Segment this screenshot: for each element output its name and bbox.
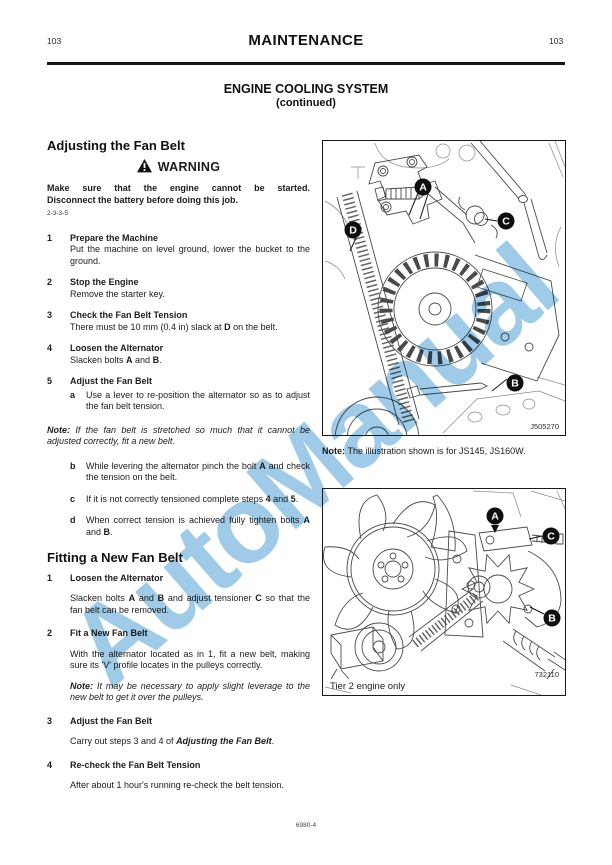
label-d: D [344, 221, 362, 239]
warning-banner: WARNING [47, 158, 310, 177]
label-d-leader [349, 237, 357, 252]
heading-fitting-new-fan-belt: Fitting a New Fan Belt [47, 550, 183, 565]
figure-alternator-adjustment: A C D B J505270 [322, 140, 566, 436]
label-b: B [506, 374, 524, 392]
svg-text:A: A [419, 182, 427, 194]
footer-code: 6980-4 [295, 822, 317, 829]
section-title: ENGINE COOLING SYSTEM [223, 82, 389, 96]
step-loosen-alternator: 4 Loosen the Alternator Slacken bolts A … [47, 343, 164, 365]
warning-label: WARNING [157, 159, 221, 174]
figure2-code: 732110 [535, 670, 559, 679]
figure2-caption: Tier 2 engine only [330, 680, 406, 692]
left-column: Adjusting the Fan Belt WARNING Make sure… [47, 138, 311, 804]
warning-triangle-icon [136, 158, 152, 177]
svg-text:B: B [548, 612, 556, 624]
svg-text:C: C [502, 216, 510, 228]
substep-d: d When correct tension is achieved fully… [70, 515, 310, 537]
warning-text-line2: Disconnect the battery before doing this… [47, 194, 239, 205]
label-a-arrow [491, 524, 499, 533]
heading-adjusting-fan-belt: Adjusting the Fan Belt [47, 138, 185, 153]
fan-drawing [323, 493, 565, 679]
substep-c: c If it is not correctly tensioned compl… [70, 493, 299, 504]
fan-belt-illustration: A C D B J505270 [324, 141, 565, 435]
svg-text:C: C [547, 530, 555, 542]
reference-code: 2-3-3-5 [47, 210, 68, 217]
header-rule [47, 62, 565, 65]
step-check-tension: 3 Check the Fan Belt Tension There must … [47, 310, 278, 332]
fit-step-loosen-alternator: 1 Loosen the Alternator Slacken bolts A … [47, 572, 311, 615]
note-stretched-belt: Note: If the fan belt is stretched so mu… [47, 424, 310, 447]
svg-text:A: A [491, 510, 499, 522]
label-a-leader [408, 192, 429, 220]
page-title: MAINTENANCE [248, 32, 364, 49]
figure1-code: J505270 [530, 422, 559, 431]
svg-text:D: D [349, 225, 357, 237]
figure1-note: Note: The illustration shown is for JS14… [322, 446, 526, 456]
figure-tier2-engine: A C B 732110 Tier 2 engine only [322, 487, 566, 696]
tier2-engine-illustration: A C B 732110 [323, 490, 565, 695]
engine-background-lines-2 [324, 490, 565, 695]
label-c: C [497, 212, 515, 230]
label-c-leader-2 [528, 535, 543, 539]
fit-step-fit-new-belt: 2 Fit a New Fan Belt With the alternator… [47, 628, 310, 703]
step-prepare-machine: 1 Prepare the Machine Put the machine on… [47, 232, 310, 266]
step-adjust-fan-belt: 5 Adjust the Fan Belt [47, 376, 153, 386]
label-a-2: A [486, 507, 504, 524]
right-column: A C D B J505270 Note: The illustration s… [322, 140, 566, 696]
page-number-left: 103 [47, 36, 62, 46]
section-subtitle: (continued) [276, 97, 336, 109]
engine-background-lines [324, 141, 565, 434]
label-a: A [414, 178, 432, 196]
label-b-leader-2 [529, 606, 545, 614]
label-b-leader [491, 378, 508, 392]
svg-text:B: B [511, 378, 519, 390]
label-b-2: B [543, 609, 561, 626]
substep-b: b While levering the alternator pinch th… [70, 460, 310, 483]
fit-step-adjust-belt: 3 Adjust the Fan Belt Carry out steps 3 … [47, 715, 275, 747]
page-number-right: 103 [549, 36, 564, 46]
fit-step-recheck-tension: 4 Re-check the Fan Belt Tension After ab… [47, 759, 284, 791]
alternator-drawing [334, 141, 560, 435]
warning-text-line1: Make sure that the engine cannot be star… [47, 183, 310, 193]
label-c-2: C [542, 527, 560, 544]
note-leverage: Note: It may be necessary to apply sligh… [70, 680, 310, 703]
label-c-leader [484, 218, 498, 222]
step-stop-engine: 2 Stop the Engine Remove the starter key… [47, 277, 165, 299]
substep-a: a Use a lever to re-position the alterna… [70, 389, 310, 412]
